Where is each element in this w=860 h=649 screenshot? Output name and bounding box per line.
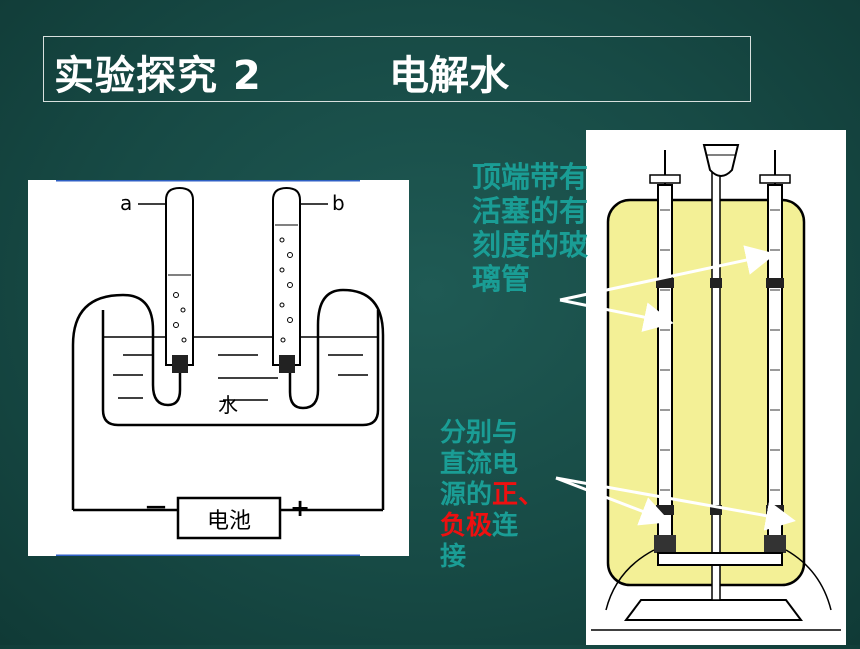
glass-tube-label: 顶端带有 活塞的有 刻度的玻 璃管 <box>472 160 589 296</box>
electrolysis-schematic-panel: 电池 － + a b 水 <box>28 178 409 558</box>
right-stopcock <box>759 174 791 184</box>
bubbles-a <box>173 292 187 343</box>
battery-label: 电池 <box>207 509 251 534</box>
center-rod <box>711 159 721 601</box>
left-wire <box>71 293 182 510</box>
test-tube-b <box>272 186 301 366</box>
stand-base <box>624 599 803 621</box>
water-container <box>101 310 380 427</box>
plus-sign: + <box>290 494 310 522</box>
battery-box <box>176 496 282 540</box>
label-a: a <box>120 191 132 215</box>
bottom-connector <box>657 552 783 566</box>
left-electrode <box>654 535 676 553</box>
electrode-label: 分别与 直流电 源的正、 负极连 接 <box>440 418 545 572</box>
minus-sign: － <box>144 494 168 522</box>
left-stopcock <box>649 174 681 184</box>
water-lines <box>113 354 368 401</box>
electrode-b <box>279 355 295 373</box>
title-box: 实验探究 2 电解水 <box>43 36 751 102</box>
electrolysis-schematic: 电池 － + a b 水 <box>56 178 385 558</box>
right-wire <box>288 288 385 510</box>
reservoir <box>702 144 740 177</box>
right-glass-tube <box>767 184 783 541</box>
water-label: 水 <box>218 393 238 417</box>
label-b: b <box>332 191 345 215</box>
test-tube-a <box>165 186 194 366</box>
page-topic: 电解水 <box>389 53 509 99</box>
right-electrode <box>764 535 786 553</box>
bubbles-b <box>279 237 293 343</box>
left-glass-tube <box>657 184 673 541</box>
page-title: 实验探究 2 <box>54 53 262 99</box>
electrode-a <box>172 355 188 373</box>
